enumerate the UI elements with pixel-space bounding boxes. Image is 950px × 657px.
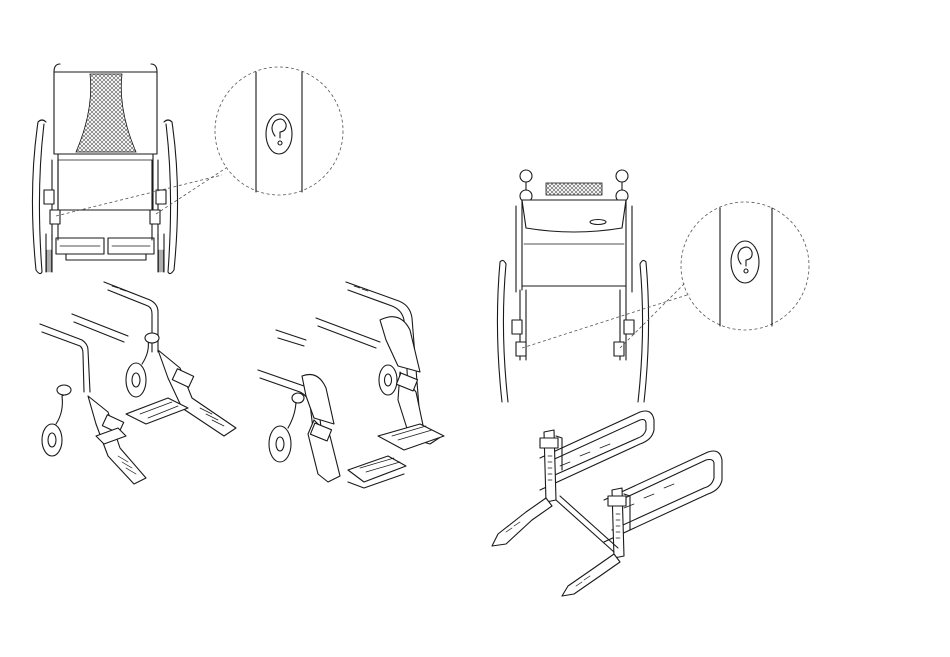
mesh-pocket (546, 183, 602, 195)
footrest-variant-a (40, 282, 236, 484)
front-view-wheelchair (32, 64, 177, 274)
mesh-backrest (76, 74, 136, 152)
footrest-frame-assembly (492, 411, 722, 596)
tie-down-bracket-detail-right (681, 202, 809, 330)
rear-view-wheelchair (497, 170, 648, 402)
tie-down-bracket-detail-left (215, 67, 343, 195)
left-tie-down-bracket (50, 210, 60, 224)
left-tie-down-bracket (516, 342, 526, 356)
right-tie-down-bracket (614, 342, 624, 356)
right-tie-down-bracket (150, 210, 160, 224)
footrest-variant-b (258, 282, 444, 488)
